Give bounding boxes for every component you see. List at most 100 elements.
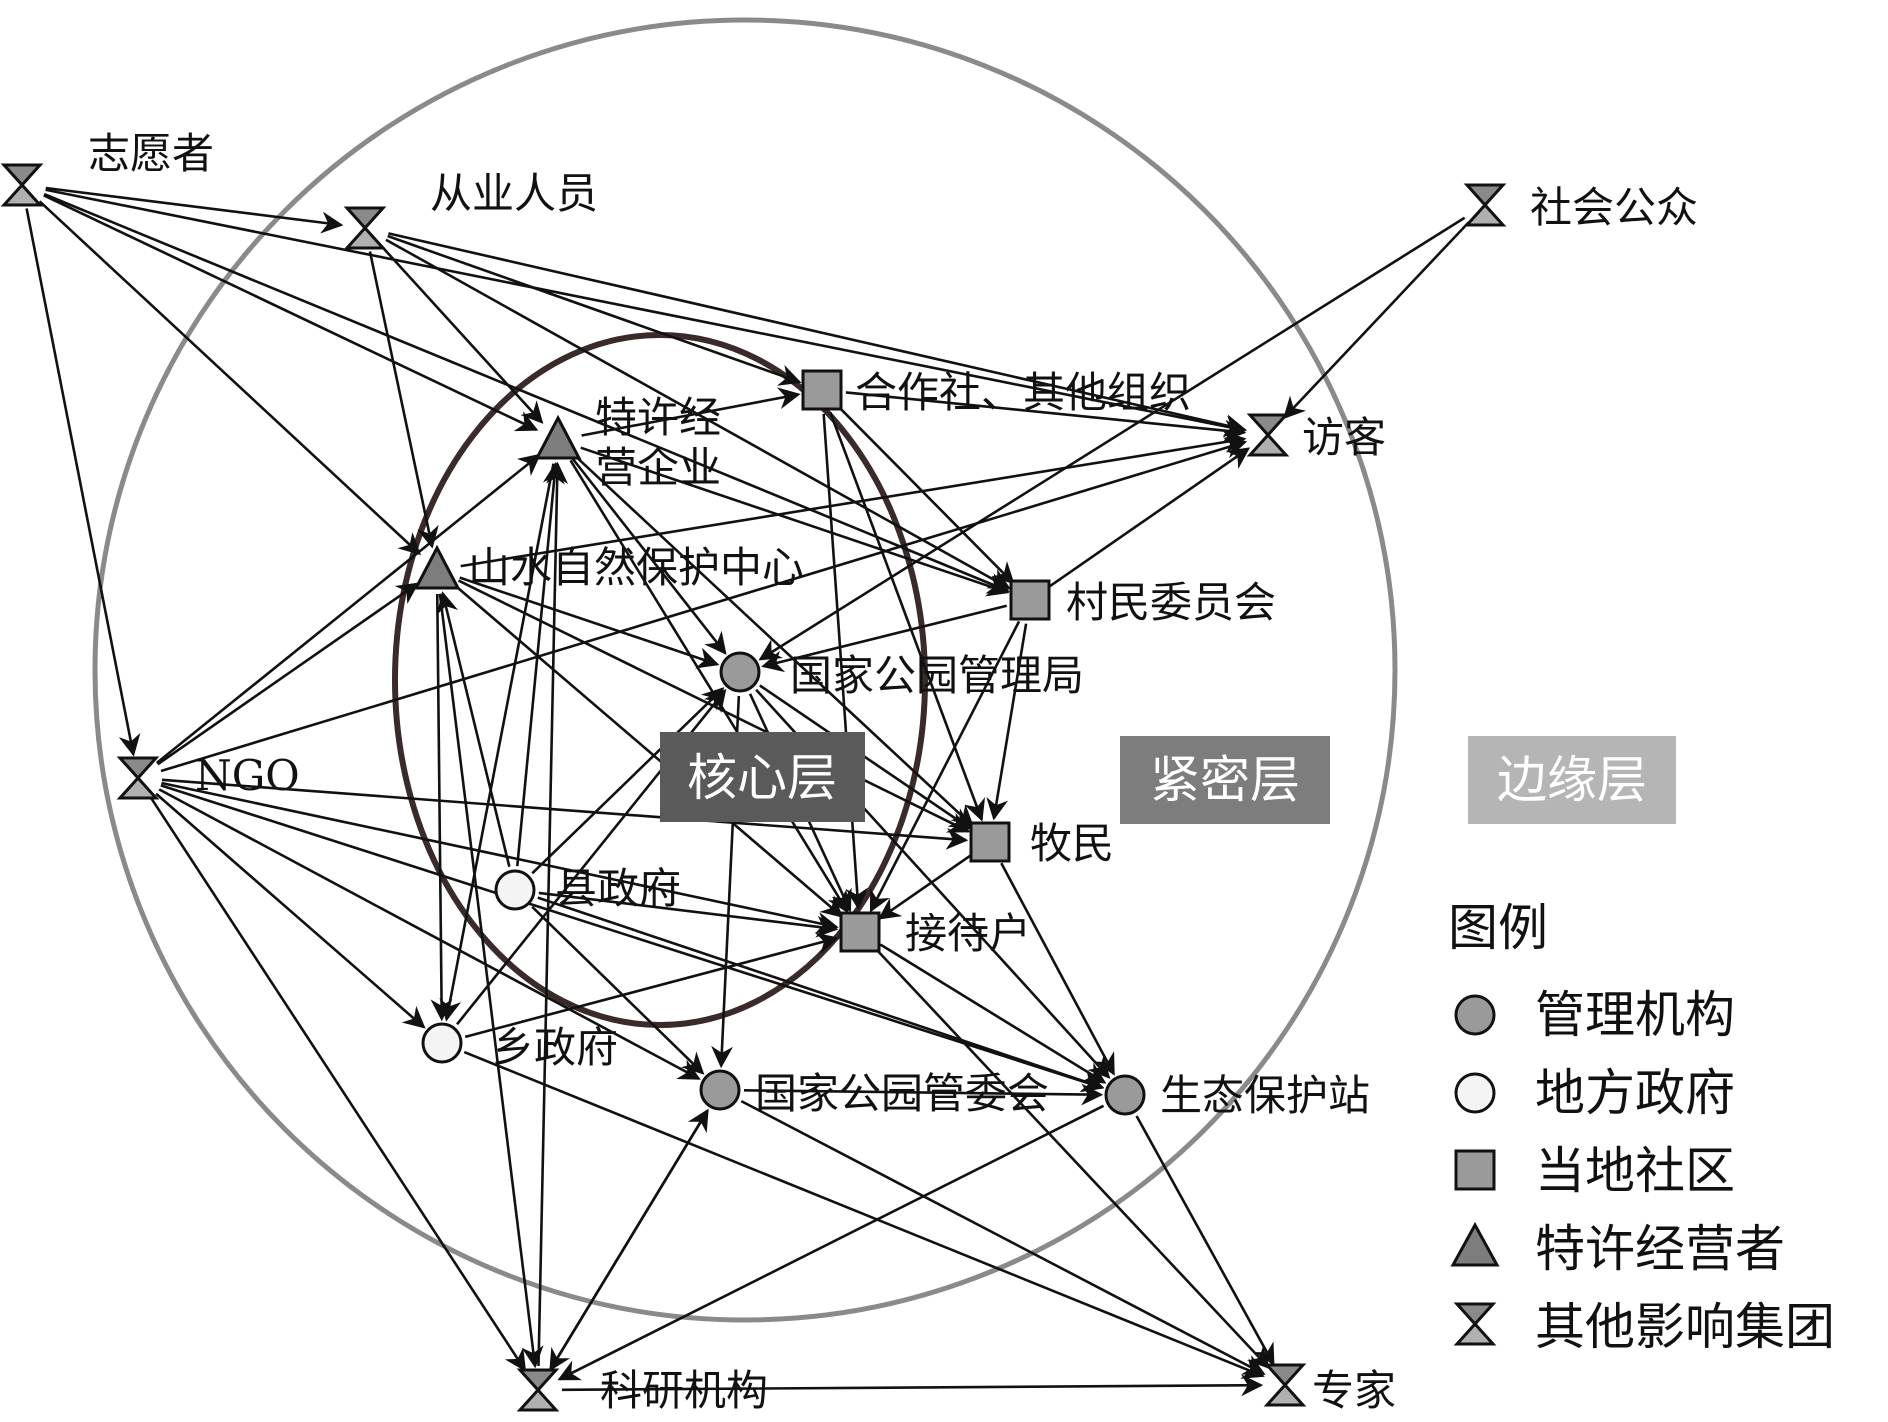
hourglass-icon [116,756,160,781]
edge-shanshui-guanliju [459,576,720,669]
edge-xianzf-texu [515,461,565,867]
node-ngo: NGO [116,751,300,800]
node-label: 社会公众 [1530,183,1698,232]
edge-hezuo-jiedai [822,413,868,911]
legend-label: 管理机构 [1535,986,1735,1044]
white-circle-icon [421,1022,463,1064]
hourglass-icon [343,206,387,231]
edge-keyan-zhuanjia [561,1374,1264,1397]
edge-shanshui-xiangzf [430,593,453,1022]
edge-congye-texu [380,244,544,424]
edge-ngo-keyan [150,797,527,1372]
hourglass-icon-lower [116,775,160,800]
node-zhuanjia: 专家 [1263,1363,1396,1415]
edges [25,186,1470,1397]
node-jiedai: 接待户 [839,909,1031,958]
node-congye: 从业人员 [343,169,598,250]
hourglass-icon-lower [0,182,44,207]
square-icon [801,369,843,411]
legend: 图例 管理机构 地方政府 当地社区 特许经营者 其他影响集团 [1448,899,1835,1356]
edge-keyan-texu [537,461,569,1367]
edge-texu-mumin [574,455,975,828]
edge-xianzf-shanshui [436,591,511,867]
edge-guanwei-zhuanjia [740,1099,1266,1376]
legend-title: 图例 [1448,899,1548,957]
node-guanliju: 国家公园管理局 [719,651,1084,700]
node-label: NGO [195,751,300,800]
hourglass-icon [1463,183,1507,208]
node-label-line2: 营企业 [595,443,721,492]
edge-ngo-texu [155,453,542,764]
edge-zhiyuan-cunmin [43,192,1010,594]
edge-congye-fangke [388,232,1247,436]
node-label: 从业人员 [430,169,598,218]
close-layer-label: 紧密层 [1120,736,1330,824]
node-label: 牧民 [1030,819,1114,868]
node-shengtai: 生态保护站 [1104,1071,1370,1120]
core-layer-label: 核心层 [660,732,865,822]
square-icon [1009,579,1051,621]
inner-layer-ring [392,332,928,1028]
node-hezuo: 合作社、其他组织 [801,368,1191,417]
node-label: 专家 [1312,1366,1396,1415]
edge-ngo-shanshui [156,582,420,766]
node-label: 接待户 [905,909,1031,958]
node-label: 县政府 [555,864,681,913]
white-circle-icon [1454,1072,1496,1114]
edge-cunmin-mumin [986,623,1028,821]
edge-zhiyuan-ngo [25,208,141,757]
edge-texu-cunmin [580,446,1010,597]
gray-circle-icon [699,1069,741,1111]
edge-shanshui-keyan [438,593,544,1369]
edge-shanshui-jiedai [454,584,844,918]
gray-circle-icon [719,651,761,693]
hourglass-icon [1246,413,1290,438]
hourglass-icon-lower [516,1387,560,1412]
edge-guanwei-shengtai [743,1083,1104,1106]
edge-jiedai-shengtai [879,943,1107,1084]
edge-mumin-jiedai [877,854,972,920]
legend-item-management: 管理机构 [1454,986,1735,1044]
hourglass-icon-lower [343,225,387,250]
edge-xianzf-guanwei [531,905,705,1075]
edge-texu-guanliju [571,458,727,655]
node-zhiyuan: 志愿者 [0,129,214,207]
node-label: 国家公园管委会 [755,1069,1049,1118]
edge-mumin-shengtai [1000,862,1115,1076]
node-label: 生态保护站 [1160,1071,1370,1120]
white-circle-icon [494,869,536,911]
edge-cunmin-guanliju [761,604,1008,673]
node-shehui: 社会公众 [1463,183,1698,232]
node-label: 合作社、其他组织 [855,368,1191,417]
legend-label: 当地社区 [1535,1142,1735,1200]
edge-shengtai-keyan [557,1104,1105,1381]
node-label: 特许经 [595,393,721,442]
edge-congye-shanshui [368,251,439,549]
node-label: 国家公园管理局 [790,651,1084,700]
node-label: 山水自然保护中心 [468,543,804,592]
legend-label: 特许经营者 [1535,1220,1785,1278]
legend-item-concessionaire: 特许经营者 [1450,1220,1785,1278]
hourglass-icon-lower [1263,1382,1307,1407]
node-guanwei: 国家公园管委会 [699,1069,1049,1118]
edge-keyan-guanwei [549,1108,709,1371]
edge-ngo-jiedai [161,781,839,934]
node-cunmin: 村民委员会 [1009,578,1276,627]
hourglass-icon-lower [1246,432,1290,457]
edge-zhiyuan-texu [43,194,539,432]
edge-texu-hezuo [581,387,801,437]
hourglass-icon [0,163,44,188]
edge-layer-label: 边缘层 [1468,736,1676,824]
edge-ngo-mumin [161,778,969,850]
legend-label: 其他影响集团 [1535,1298,1835,1356]
edge-xianzf-jiedai [538,891,839,938]
square-icon [969,821,1011,863]
close-layer-text: 紧密层 [1150,751,1300,809]
outer-layer-ring [92,17,1398,1323]
hourglass-icon [1263,1363,1307,1388]
edge-zhiyuan-congye [45,186,344,234]
triangle-icon [534,414,582,460]
edge-texu-jiedai [569,459,849,914]
